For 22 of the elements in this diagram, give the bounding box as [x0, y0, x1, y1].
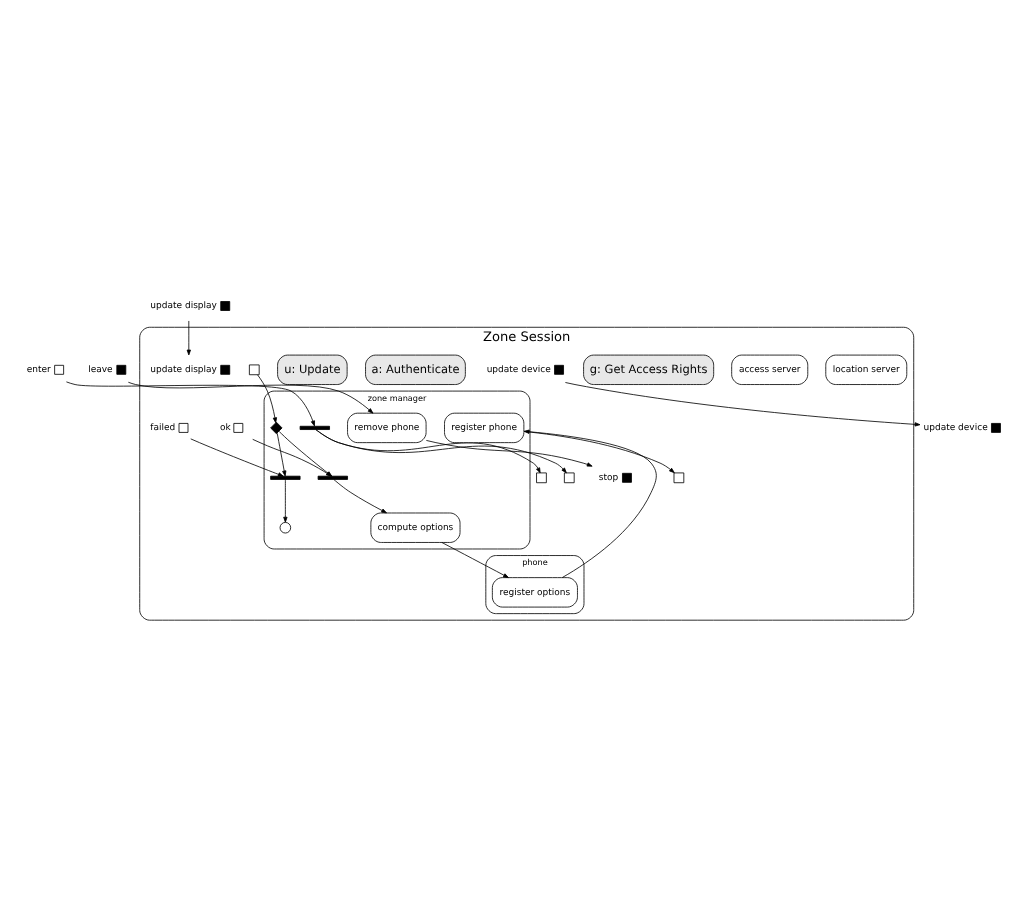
arrow	[425, 440, 593, 467]
arrow	[276, 432, 287, 477]
node-bar	[317, 475, 348, 480]
node-box	[536, 472, 547, 484]
node-bar	[299, 425, 330, 430]
arrow	[523, 429, 657, 578]
arrow	[186, 320, 191, 356]
arrow	[523, 431, 675, 474]
arrow	[441, 542, 509, 578]
node-bar	[270, 475, 301, 480]
node-circle	[279, 522, 292, 534]
node-diamond	[270, 421, 283, 435]
arrow	[565, 382, 921, 427]
arrow	[66, 381, 315, 427]
node-box	[248, 364, 260, 376]
node-box	[673, 472, 685, 484]
node-box	[563, 472, 575, 484]
arrow	[333, 479, 387, 514]
arrow	[190, 438, 284, 477]
arrow	[257, 374, 278, 424]
arrow	[283, 479, 288, 523]
arrow	[127, 381, 374, 414]
